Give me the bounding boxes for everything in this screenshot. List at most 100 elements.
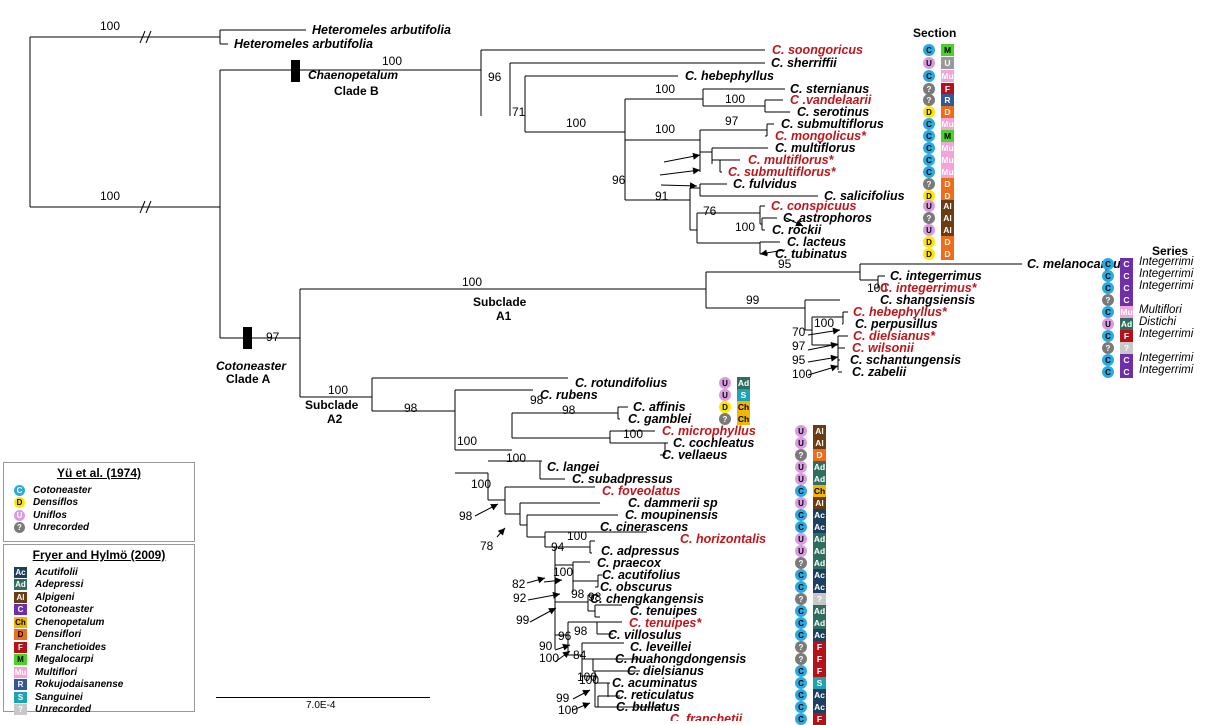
fryer-badge: F	[813, 665, 826, 677]
series-label: Distichi	[1139, 316, 1177, 328]
yu-badge: C	[795, 509, 807, 521]
fryer-badge: Ch	[737, 401, 750, 413]
support-value: 96	[612, 173, 626, 187]
legend-swatch: F	[14, 641, 27, 653]
fryer-badge: Mu	[941, 70, 954, 82]
legend-item: ?Unrecorded	[14, 522, 194, 535]
yu-badge: C	[1102, 330, 1114, 342]
yu-badge: C	[1102, 354, 1114, 366]
support-value: 95	[778, 257, 792, 271]
legend-swatch: M	[14, 654, 27, 666]
taxon-label: C. dammerii sp	[628, 496, 718, 510]
taxon-label: C. rockii	[772, 223, 822, 237]
legend-swatch: D	[14, 629, 27, 641]
yu-badge: C	[795, 665, 807, 677]
tree-marks	[243, 60, 840, 709]
yu-badge: D	[923, 106, 935, 118]
taxon-label: C .vandelaarii	[790, 93, 872, 107]
fryer-badge: F	[813, 641, 826, 653]
taxon-label: C. salicifolius	[824, 189, 905, 203]
clade-label: Subclade	[305, 398, 359, 412]
legend-swatch: ?	[14, 704, 27, 716]
support-value: 98	[571, 587, 585, 601]
support-value: 95	[792, 353, 806, 367]
support-value: 100	[100, 19, 120, 33]
legend-label: Densiflori	[35, 629, 82, 641]
taxon-label: C. hebephyllus	[685, 69, 774, 83]
support-value: 84	[573, 648, 587, 662]
support-value: 100	[735, 220, 755, 234]
taxon-label: C. acuminatus	[612, 676, 697, 690]
yu-badge: C	[923, 70, 935, 82]
yu-badge: ?	[795, 557, 807, 569]
arrow-head	[548, 608, 556, 615]
legend-label: Unrecorded	[35, 704, 92, 716]
scale-label: 7.0E-4	[306, 700, 336, 711]
fryer-badge: Ch	[737, 413, 750, 425]
legend-item: ? Unrecorded	[14, 704, 194, 717]
yu-badge: C	[1102, 282, 1114, 294]
support-value: 100	[623, 427, 643, 441]
fryer-badge: Ac	[813, 701, 826, 713]
support-value: 100	[655, 122, 675, 136]
fryer-badge: Ad	[737, 377, 750, 389]
series-header: Series	[1152, 244, 1189, 258]
legend-label: Cotoneaster	[35, 604, 94, 616]
support-value: 100	[457, 434, 477, 448]
support-value: 91	[655, 189, 669, 203]
yu-badge: C	[1102, 306, 1114, 318]
legend-swatch: S	[14, 691, 27, 703]
yu-badge: C	[795, 701, 807, 713]
legend-label: Sanguinei	[35, 691, 83, 703]
fryer-badge: Al	[941, 200, 954, 212]
fryer-badge: M	[941, 130, 954, 142]
clade-label: A1	[496, 309, 512, 323]
fryer-badge: Ad	[813, 545, 826, 557]
legend-label: Alpigeni	[35, 591, 75, 603]
support-value: 99	[746, 293, 760, 307]
clade-label: A2	[327, 412, 343, 426]
legend-label: Multiflori	[35, 666, 78, 678]
yu-badge: C	[795, 581, 807, 593]
clade-label: Subclade	[473, 295, 527, 309]
yu-badge: C	[795, 677, 807, 689]
fryer-badge: Ac	[813, 689, 826, 701]
fryer-badge: C	[1120, 366, 1133, 378]
yu-badge: ?	[1102, 342, 1114, 354]
taxon-label: C. soongoricus	[772, 43, 863, 57]
yu-badge: U	[1102, 318, 1114, 330]
legend-label: Cotoneaster	[33, 484, 92, 496]
support-value: 100	[382, 54, 402, 68]
support-value: 98	[459, 509, 473, 523]
fryer-badge: Mu	[1120, 306, 1133, 318]
arrow-head	[692, 167, 700, 175]
taxon-label: C. foveolatus	[602, 484, 681, 498]
legend-label: Rokujodaisanense	[35, 679, 124, 691]
fryer-badge: D	[941, 236, 954, 248]
support-value: 100	[553, 565, 573, 579]
support-value: 100	[792, 367, 812, 381]
legend-swatch: C	[14, 484, 25, 496]
legend-swatch: Ch	[14, 616, 27, 628]
support-value: 100	[655, 82, 675, 96]
series-label: Integerrimi	[1139, 352, 1194, 364]
legend-swatch: Ad	[14, 579, 27, 591]
yu-badge: U	[795, 473, 807, 485]
legend-label: Acutifolii	[35, 566, 78, 578]
series-label: Integerrimi	[1139, 280, 1194, 292]
support-value: 100	[567, 529, 587, 543]
arrow-head	[830, 354, 838, 362]
yu-badge: C	[923, 118, 935, 130]
taxon-label: C. submultiflorus*	[728, 165, 837, 179]
taxon-label: C. fulvidus	[733, 177, 797, 191]
taxon-label: C. franchetii	[670, 712, 743, 721]
yu-badge: U	[795, 425, 807, 437]
taxon-label: C. sternianus	[790, 82, 869, 96]
yu-badge: D	[923, 190, 935, 202]
legend-fryer-title: Fryer and Hylmö (2009)	[32, 548, 166, 562]
support-value: 100	[566, 116, 586, 130]
fryer-badge: F	[941, 83, 954, 95]
fryer-badge: M	[941, 44, 954, 56]
legend-swatch: ?	[14, 522, 25, 534]
